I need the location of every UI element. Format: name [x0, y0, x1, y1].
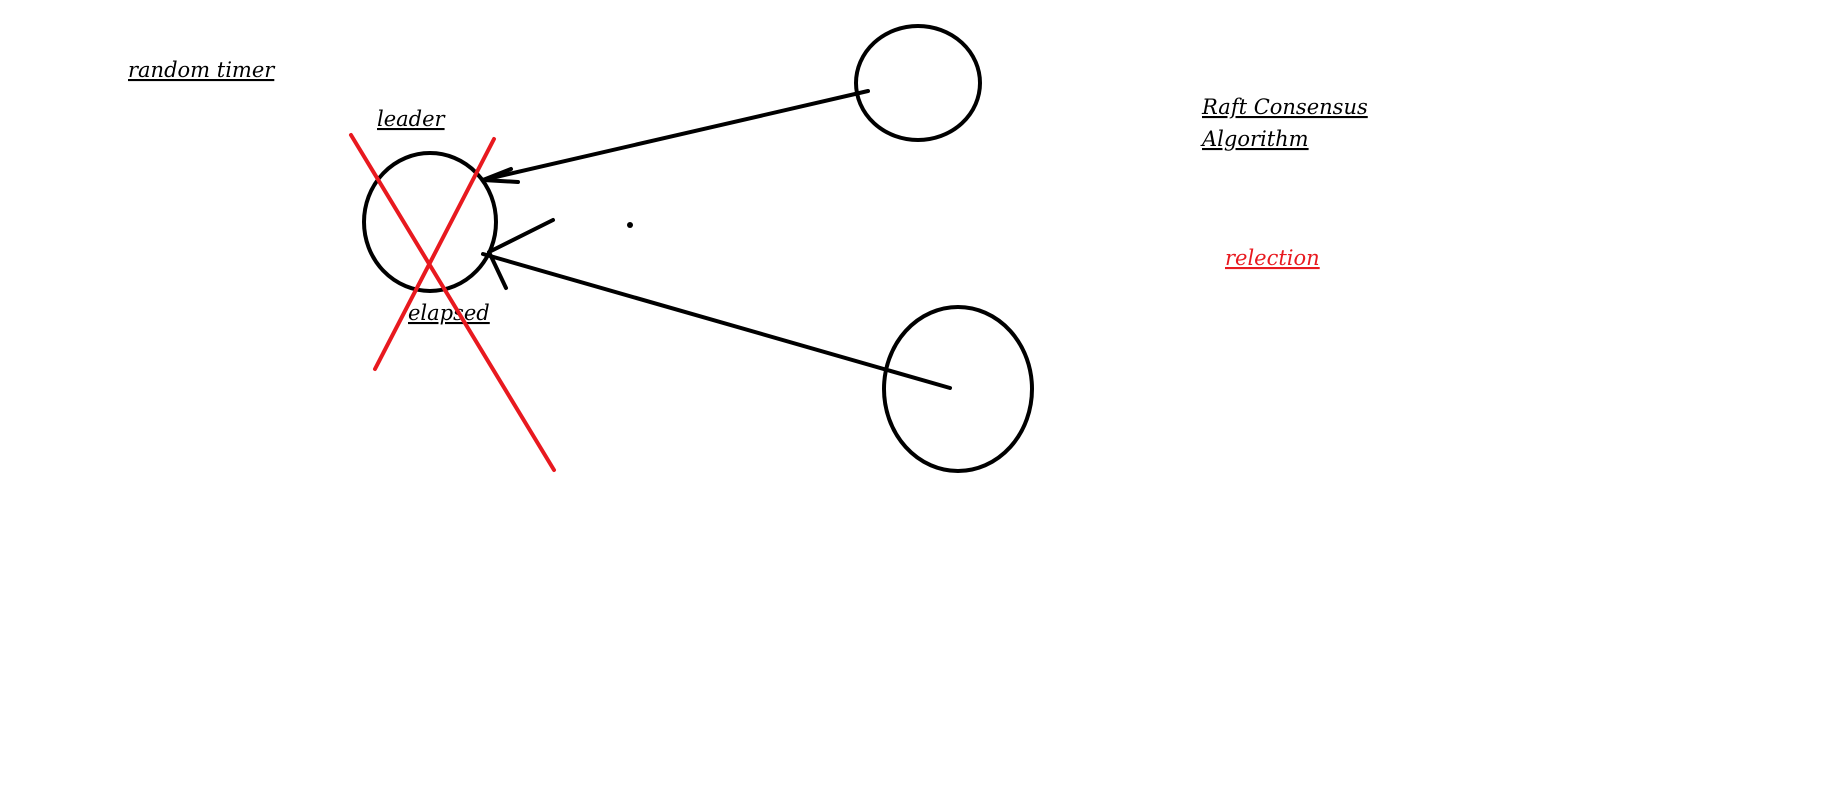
- arrow-bottom-shaft: [481, 252, 952, 390]
- red-cross-stroke-2: [373, 137, 496, 371]
- title-line-2: Algorithm: [1200, 127, 1309, 151]
- arrow-top-shaft: [481, 89, 870, 182]
- elapsed-label: elapsed: [408, 301, 490, 325]
- leader-label: leader: [377, 107, 447, 131]
- follower-node-top-circle: [854, 24, 982, 142]
- leader-node-circle: [362, 151, 498, 293]
- relection-label: relection: [1225, 246, 1320, 270]
- stray-dot: [627, 222, 633, 228]
- follower-node-bottom-circle: [882, 305, 1034, 473]
- arrow-top-head: [481, 167, 520, 184]
- red-cross-stroke-1: [349, 133, 556, 472]
- random-timer-label: random timer: [128, 58, 276, 82]
- title-line-1: Raft Consensus: [1201, 95, 1368, 119]
- arrow-bottom-head: [487, 218, 555, 290]
